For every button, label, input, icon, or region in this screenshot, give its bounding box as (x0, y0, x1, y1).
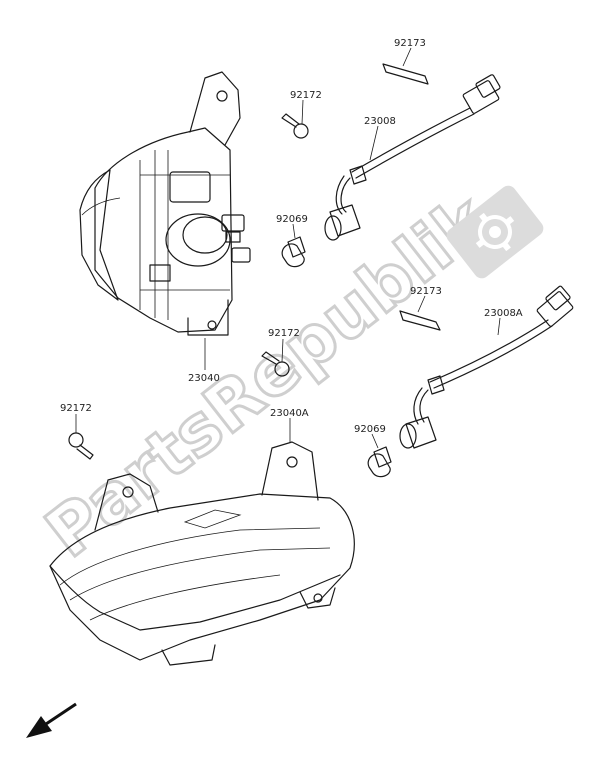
clip-92173-mid (399, 310, 441, 331)
clip-92173-top (382, 63, 429, 85)
rear-housing-23040 (79, 71, 251, 336)
screw-92172-top (281, 113, 309, 139)
screw-92172-left (68, 432, 94, 460)
label-23040: 23040 (188, 373, 220, 384)
watermark: PartsRepublik (30, 178, 544, 575)
gear-icon (446, 185, 544, 279)
bulb-92069-top (281, 236, 306, 268)
part-labels: 92173 92172 23008 92069 92173 23008A 921… (60, 38, 523, 435)
label-92172-top: 92172 (290, 90, 322, 101)
wiring-harness-23008 (324, 74, 501, 241)
label-92173-top: 92173 (394, 38, 426, 49)
label-92172-left: 92172 (60, 403, 92, 414)
leader-lines (75, 47, 501, 449)
label-92173-mid: 92173 (410, 286, 442, 297)
label-92172-mid: 92172 (268, 328, 300, 339)
headlight-lens-23040A (49, 441, 355, 666)
label-23008A: 23008A (484, 308, 523, 319)
watermark-text: PartsRepublik (32, 180, 505, 574)
label-92069-top: 92069 (276, 214, 308, 225)
wiring-harness-23008A (399, 285, 574, 449)
label-23008: 23008 (364, 116, 396, 127)
front-arrow-icon (26, 702, 77, 738)
bulb-92069-mid (367, 446, 392, 478)
label-92069-mid: 92069 (354, 424, 386, 435)
label-23040A: 23040A (270, 408, 309, 419)
